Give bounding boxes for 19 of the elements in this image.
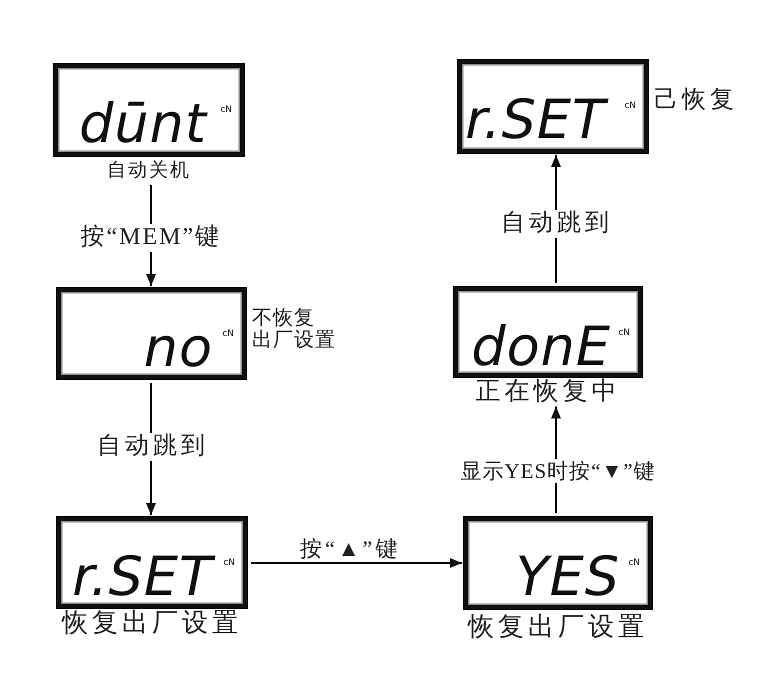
unit-label: cN xyxy=(618,328,630,338)
unit-label: cN xyxy=(628,558,640,568)
display-readout: no xyxy=(144,326,213,370)
display-readout: donE xyxy=(471,325,611,369)
unit-label: cN xyxy=(223,558,235,568)
display-readout: r.SET xyxy=(465,98,606,142)
display-readout: YES xyxy=(516,555,620,599)
unit-label: cN xyxy=(220,105,232,115)
unit-label: cN xyxy=(222,329,234,339)
node-label: 恢复出厂设置 xyxy=(468,613,648,642)
node-label: 正在恢复中 xyxy=(476,378,620,406)
node-label: 恢复出厂设置 xyxy=(62,609,242,638)
node-label: 自动关机 xyxy=(107,161,191,182)
node-label: 己恢复 xyxy=(654,87,738,114)
display-readout: dūnt xyxy=(79,102,207,146)
display-readout: r.SET xyxy=(72,555,213,599)
arrow xyxy=(251,558,462,568)
node-label: 不恢复出厂设置 xyxy=(252,307,337,351)
unit-label: cN xyxy=(624,101,636,111)
